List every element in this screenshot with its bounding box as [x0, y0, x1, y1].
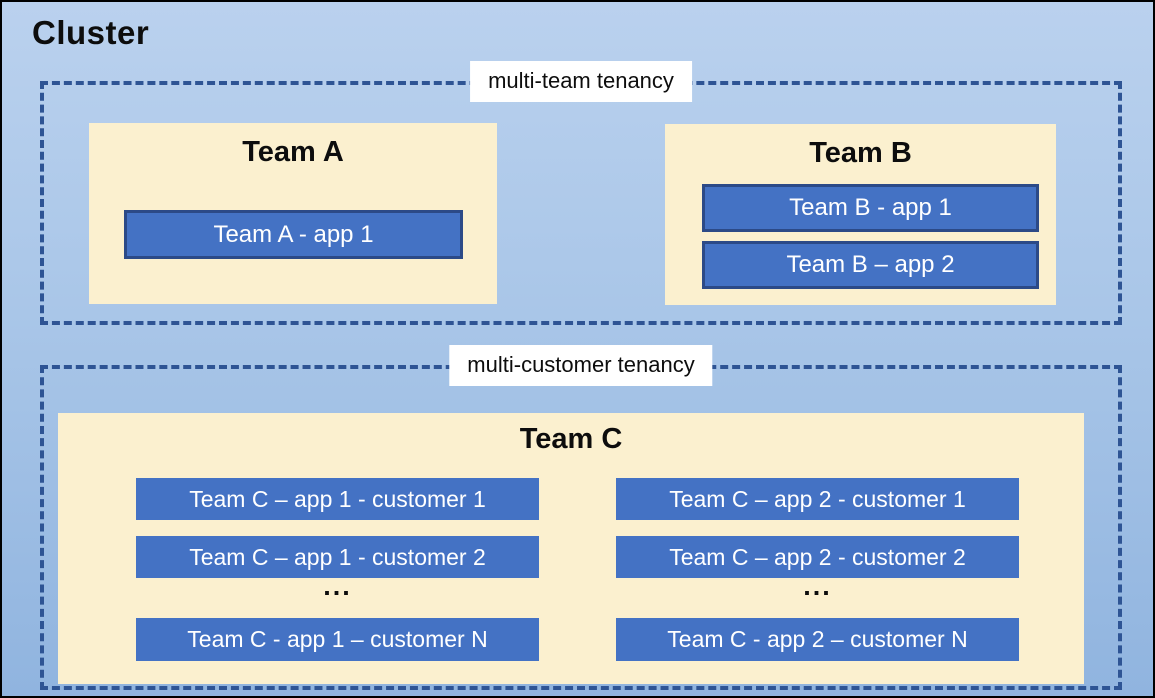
team-c-app-1-customer-1: Team C – app 1 - customer 1	[136, 478, 539, 520]
team-c-app-2-ellipsis: ...	[803, 571, 832, 601]
multi-team-tenancy-section: multi-team tenancy Team A Team A - app 1…	[40, 61, 1122, 325]
multi-customer-tenancy-label: multi-customer tenancy	[449, 345, 713, 386]
multi-customer-tenancy-section: multi-customer tenancy Team C Team C – a…	[40, 345, 1122, 690]
team-a-title: Team A	[242, 136, 344, 168]
team-a-box: Team A Team A - app 1	[89, 123, 497, 304]
team-c-app-1-customer-n: Team C - app 1 – customer N	[136, 618, 539, 661]
team-c-app-1-customer-2: Team C – app 1 - customer 2	[136, 536, 539, 578]
team-c-app-2-customer-1: Team C – app 2 - customer 1	[616, 478, 1019, 520]
team-c-app-2-customer-2: Team C – app 2 - customer 2	[616, 536, 1019, 578]
multi-team-tenancy-label: multi-team tenancy	[470, 61, 692, 102]
team-c-app-2-customer-n: Team C - app 2 – customer N	[616, 618, 1019, 661]
team-c-box: Team C Team C – app 1 - customer 1 Team …	[58, 413, 1084, 684]
cluster-title: Cluster	[32, 14, 150, 51]
team-c-app-1-ellipsis: ...	[323, 571, 352, 601]
team-b-app-2: Team B – app 2	[702, 241, 1039, 289]
team-b-title: Team B	[809, 137, 912, 169]
team-a-app-1: Team A - app 1	[124, 210, 463, 259]
team-b-app-1: Team B - app 1	[702, 184, 1039, 232]
team-b-box: Team B Team B - app 1 Team B – app 2	[665, 124, 1056, 305]
team-c-title: Team C	[519, 423, 623, 455]
